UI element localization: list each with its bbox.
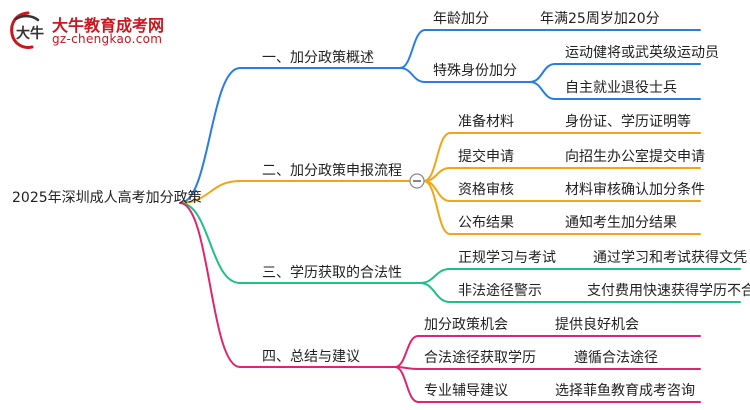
b2-item-1-label[interactable]: 准备材料 <box>458 114 514 130</box>
b2-item-1-detail: 身份证、学历证明等 <box>565 114 691 130</box>
logo-name: 大牛教育成考网 <box>52 16 165 35</box>
b2-item-3-detail: 材料审核确认加分条件 <box>565 182 705 198</box>
connector-b2-4 <box>423 180 451 235</box>
connector-b4-3 <box>394 366 419 403</box>
connector-b1-2a <box>529 63 556 83</box>
b2-item-4-label[interactable]: 公布结果 <box>458 215 514 231</box>
connector-b3-2 <box>419 282 451 303</box>
b4-item-3-detail: 选择菲鱼教育成考咨询 <box>555 383 695 399</box>
branch-4-label[interactable]: 四、总结与建议 <box>262 349 360 365</box>
connector-root-branch-4 <box>179 202 241 368</box>
b1-item-2-detail-2: 自主就业退役士兵 <box>565 80 677 96</box>
connector-b1-2b <box>529 81 556 100</box>
b3-item-2-label[interactable]: 非法途径警示 <box>458 283 542 299</box>
svg-text:大牛: 大牛 <box>16 25 44 42</box>
b4-item-3-label[interactable]: 专业辅导建议 <box>424 383 508 399</box>
connector-b4-1 <box>394 335 419 368</box>
b1-item-1-detail: 年满25周岁加20分 <box>540 11 660 27</box>
root-node: 2025年深圳成人高考加分政策 <box>12 190 202 206</box>
collapse-toggle-icon[interactable] <box>409 173 425 189</box>
logo-mark-icon: 大牛 <box>10 11 44 49</box>
b4-item-2-label[interactable]: 合法途径获取学历 <box>424 350 536 366</box>
b2-item-4-detail: 通知考生加分结果 <box>565 215 677 231</box>
b2-item-2-label[interactable]: 提交申请 <box>458 149 514 165</box>
b3-item-1-label[interactable]: 正规学习与考试 <box>458 250 556 266</box>
branch-3-label[interactable]: 三、学历获取的合法性 <box>262 265 402 281</box>
b4-item-1-detail: 提供良好机会 <box>555 317 639 333</box>
connector-root-branch-3 <box>179 202 241 284</box>
branch-1-label[interactable]: 一、加分政策概述 <box>262 50 374 66</box>
connector-root-branch-2 <box>179 180 241 204</box>
b3-item-2-detail: 支付费用快速获得学历不合法 <box>587 283 750 299</box>
b1-item-2-label[interactable]: 特殊身份加分 <box>433 63 517 79</box>
connector-b1-1 <box>399 29 426 69</box>
site-logo[interactable]: 大牛 大牛教育成考网 gz-chengkao.com <box>6 10 206 52</box>
connector-root-branch-1 <box>179 67 241 204</box>
branch-2-label[interactable]: 二、加分政策申报流程 <box>262 163 402 179</box>
b1-item-1-label[interactable]: 年龄加分 <box>433 11 489 27</box>
b3-item-1-detail: 通过学习和考试获得文凭 <box>593 250 747 266</box>
connector-b1-2 <box>399 67 426 83</box>
b4-item-1-label[interactable]: 加分政策机会 <box>424 317 508 333</box>
b2-item-2-detail: 向招生办公室提交申请 <box>565 149 705 165</box>
b2-item-3-label[interactable]: 资格审核 <box>458 182 514 198</box>
logo-url: gz-chengkao.com <box>52 32 163 46</box>
b1-item-2-detail-1: 运动健将或武英级运动员 <box>565 45 719 61</box>
b4-item-2-detail: 遵循合法途径 <box>574 350 658 366</box>
connector-b3-1 <box>419 268 451 284</box>
connector-b2-1 <box>423 132 451 182</box>
